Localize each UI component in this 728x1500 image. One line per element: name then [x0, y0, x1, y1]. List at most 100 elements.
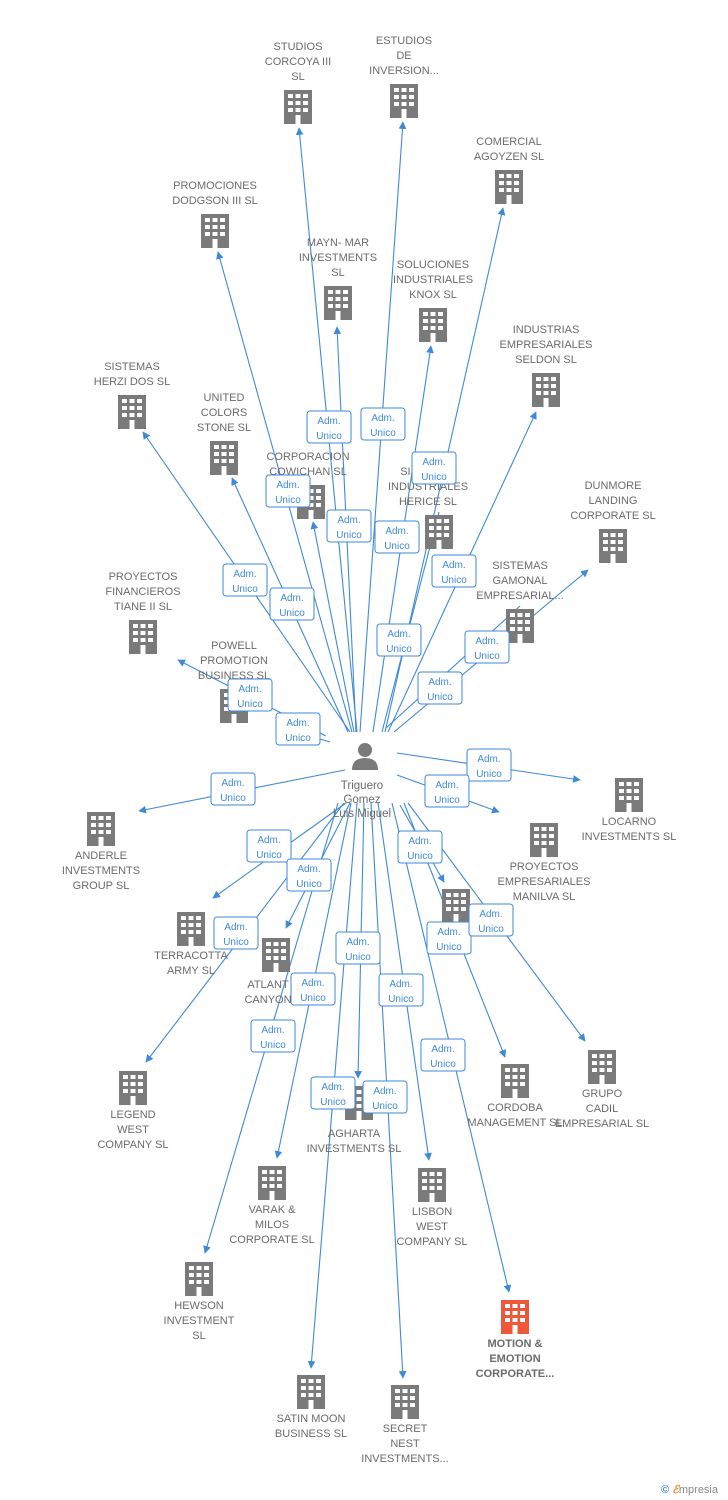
edge-role-badge-sistemas-gamonal[interactable]: Adm.Unico	[417, 671, 463, 705]
edge-role-badge-united-colors[interactable]: Adm.Unico	[269, 587, 315, 621]
company-node-sistemas-gamonal[interactable]: SISTEMASGAMONALEMPRESARIAL...	[476, 560, 564, 643]
company-node-unnamed-mid[interactable]	[442, 889, 470, 923]
edge-role-badge-mayn-mar[interactable]: Adm.Unico	[326, 509, 372, 543]
building-icon	[532, 373, 560, 407]
edge-role-badge-lisbon-west[interactable]: Adm.Unico	[378, 973, 424, 1007]
edge-role-text: Adm.	[276, 480, 299, 491]
edge-role-text: Unico	[476, 769, 502, 780]
edge-role-text: Unico	[430, 1059, 456, 1070]
company-label-sistemas-gamonal-line-1: SISTEMAS	[492, 560, 548, 572]
company-label-dunmore-landing-line-1: DUNMORE	[585, 480, 642, 492]
edge-role-text: Adm.	[408, 836, 431, 847]
edge-role-badge-hewson[interactable]: Adm.Unico	[250, 1019, 296, 1053]
company-node-motion-emotion[interactable]: MOTION &EMOTIONCORPORATE...	[476, 1300, 555, 1380]
building-icon	[262, 938, 290, 972]
company-label-sistemas-herzi-line-1: SISTEMAS	[104, 361, 160, 373]
company-label-varak-milos-line-1: VARAK &	[249, 1204, 297, 1216]
center-person-node[interactable]: Triguero Gomez Luis Miguel	[333, 743, 391, 820]
edge-role-text: Adm.	[389, 979, 412, 990]
edge-role-text: Adm.	[431, 1044, 454, 1055]
edge-role-badge-anderle[interactable]: Adm.Unico	[210, 772, 256, 806]
edge-role-badge-sistemas-herzi[interactable]: Adm.Unico	[222, 563, 268, 597]
edge-role-text: Unico	[275, 495, 301, 506]
edge-role-badge-estudios-de-inversion[interactable]: Adm.Unico	[360, 407, 406, 441]
company-label-proyectos-tiane-line-3: TIANE II SL	[114, 601, 172, 613]
edge-role-badge-comercial-agoyzen[interactable]: Adm.Unico	[411, 451, 457, 485]
company-label-sistemas-gamonal-line-2: GAMONAL	[492, 575, 547, 587]
edge-role-text: Adm.	[238, 684, 261, 695]
edge-role-badge-unnamed-mid[interactable]: Adm.Unico	[397, 830, 443, 864]
edge-role-badge-atlant-canyon[interactable]: Adm.Unico	[286, 858, 332, 892]
edge-corporacion-cowichan	[310, 521, 355, 733]
company-node-secret-nest[interactable]: SECRETNESTINVESTMENTS...	[361, 1385, 449, 1465]
edge-role-badge-dunmore-landing[interactable]: Adm.Unico	[464, 630, 510, 664]
company-label-industrias-seldon-line-2: EMPRESARIALES	[500, 339, 593, 351]
edge-role-badge-powell-promotion[interactable]: Adm.Unico	[275, 712, 321, 746]
company-label-comercial-agoyzen-line-2: AGOYZEN SL	[474, 151, 544, 163]
edge-role-badge-industrias-seldon[interactable]: Adm.Unico	[431, 554, 477, 588]
edge-role-text: Unico	[436, 942, 462, 953]
edge-role-text: Unico	[345, 952, 371, 963]
edge-role-badge-proyectos-tiane[interactable]: Adm.Unico	[227, 678, 273, 712]
edge-role-text: Adm.	[475, 636, 498, 647]
company-label-motion-emotion-line-3: CORPORATE...	[476, 1368, 555, 1380]
edge-role-text: Adm.	[317, 416, 340, 427]
edge-role-badge-legend-west[interactable]: Adm.Unico	[213, 916, 259, 950]
edge-role-badge-grupo-cadil[interactable]: Adm.Unico	[468, 903, 514, 937]
edge-role-badge-corporacion-cowichan[interactable]: Adm. Unico	[265, 474, 311, 508]
edge-role-text: Adm.	[373, 1086, 396, 1097]
building-icon	[391, 1385, 419, 1419]
edge-role-badge-secret-nest[interactable]: Adm.Unico	[362, 1080, 408, 1114]
edge-role-badge-terracotta[interactable]: Adm.Unico	[246, 829, 292, 863]
building-icon	[258, 1166, 286, 1200]
building-icon	[118, 395, 146, 429]
edge-role-badge-motion-emotion[interactable]: Adm. Unico	[420, 1038, 466, 1072]
edge-role-badge-cordoba[interactable]: Adm.Unico	[426, 921, 472, 955]
edge-role-badge-agharta[interactable]: Adm.Unico	[335, 931, 381, 965]
edge-role-badge-locarno[interactable]: Adm.Unico	[466, 748, 512, 782]
building-icon	[119, 1071, 147, 1105]
edge-role-badge-satin-moon[interactable]: Adm.Unico	[310, 1076, 356, 1110]
edge-role-text: Unico	[232, 584, 258, 595]
company-node-estudios-de-inversion[interactable]: ESTUDIOSDEINVERSION...	[369, 35, 439, 118]
building-icon	[390, 84, 418, 118]
edge-role-badge-studios-corcoya[interactable]: Adm.Unico	[306, 410, 352, 444]
company-label-sistemas-herice-line-3: HERICE SL	[399, 496, 457, 508]
edge-role-text: Unico	[384, 541, 410, 552]
edge-role-badge-varak-milos[interactable]: Adm.Unico	[290, 972, 336, 1006]
company-label-powell-promotion-line-1: POWELL	[211, 640, 257, 652]
company-label-locarno-line-1: LOCARNO	[602, 816, 657, 828]
company-label-legend-west-line-2: WEST	[117, 1124, 149, 1136]
building-icon	[201, 214, 229, 248]
edge-role-text: Unico	[220, 793, 246, 804]
edge-role-badge-proyectos-manilva[interactable]: Adm.Unico	[424, 774, 470, 808]
edge-role-badge-sistemas-herice[interactable]: Adm.Unico	[376, 623, 422, 657]
company-label-hewson-line-1: HEWSON	[174, 1300, 224, 1312]
company-label-terracotta-line-2: ARMY SL	[167, 965, 215, 977]
company-label-studios-corcoya-line-3: SL	[291, 71, 304, 83]
edge-role-badge-soluciones-knox[interactable]: Adm.Unico	[374, 520, 420, 554]
